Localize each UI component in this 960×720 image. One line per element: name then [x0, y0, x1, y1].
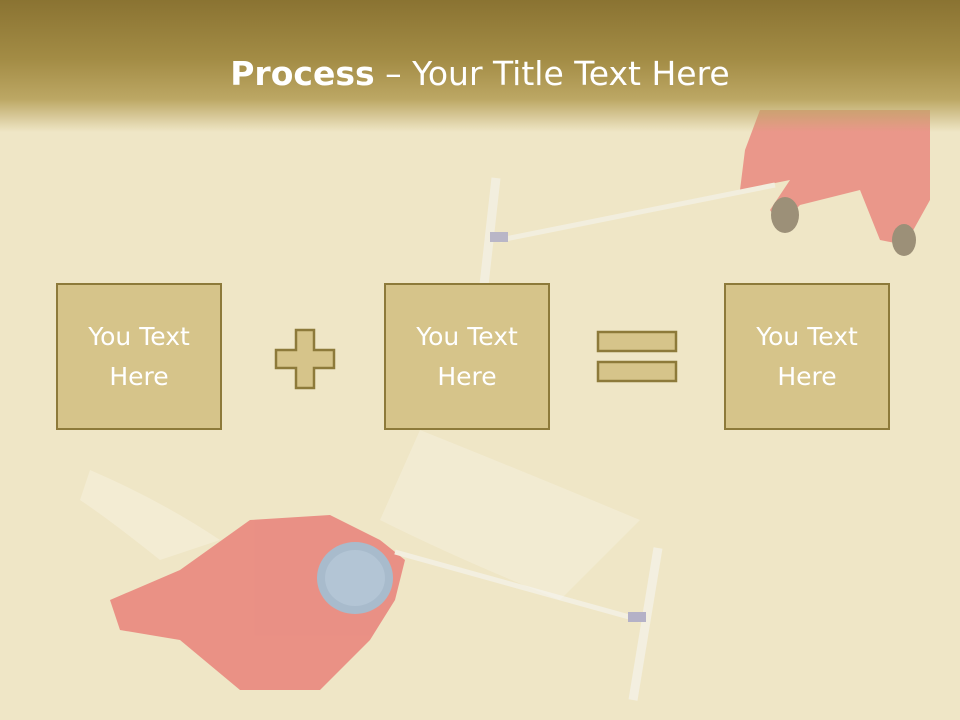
slide-title[interactable]: Process – Your Title Text Here [0, 52, 960, 96]
title-rest: – Your Title Text Here [374, 54, 730, 93]
title-bold: Process [230, 54, 375, 93]
equals-icon [596, 330, 678, 383]
title-bar [0, 0, 960, 132]
plus-icon [274, 328, 336, 390]
